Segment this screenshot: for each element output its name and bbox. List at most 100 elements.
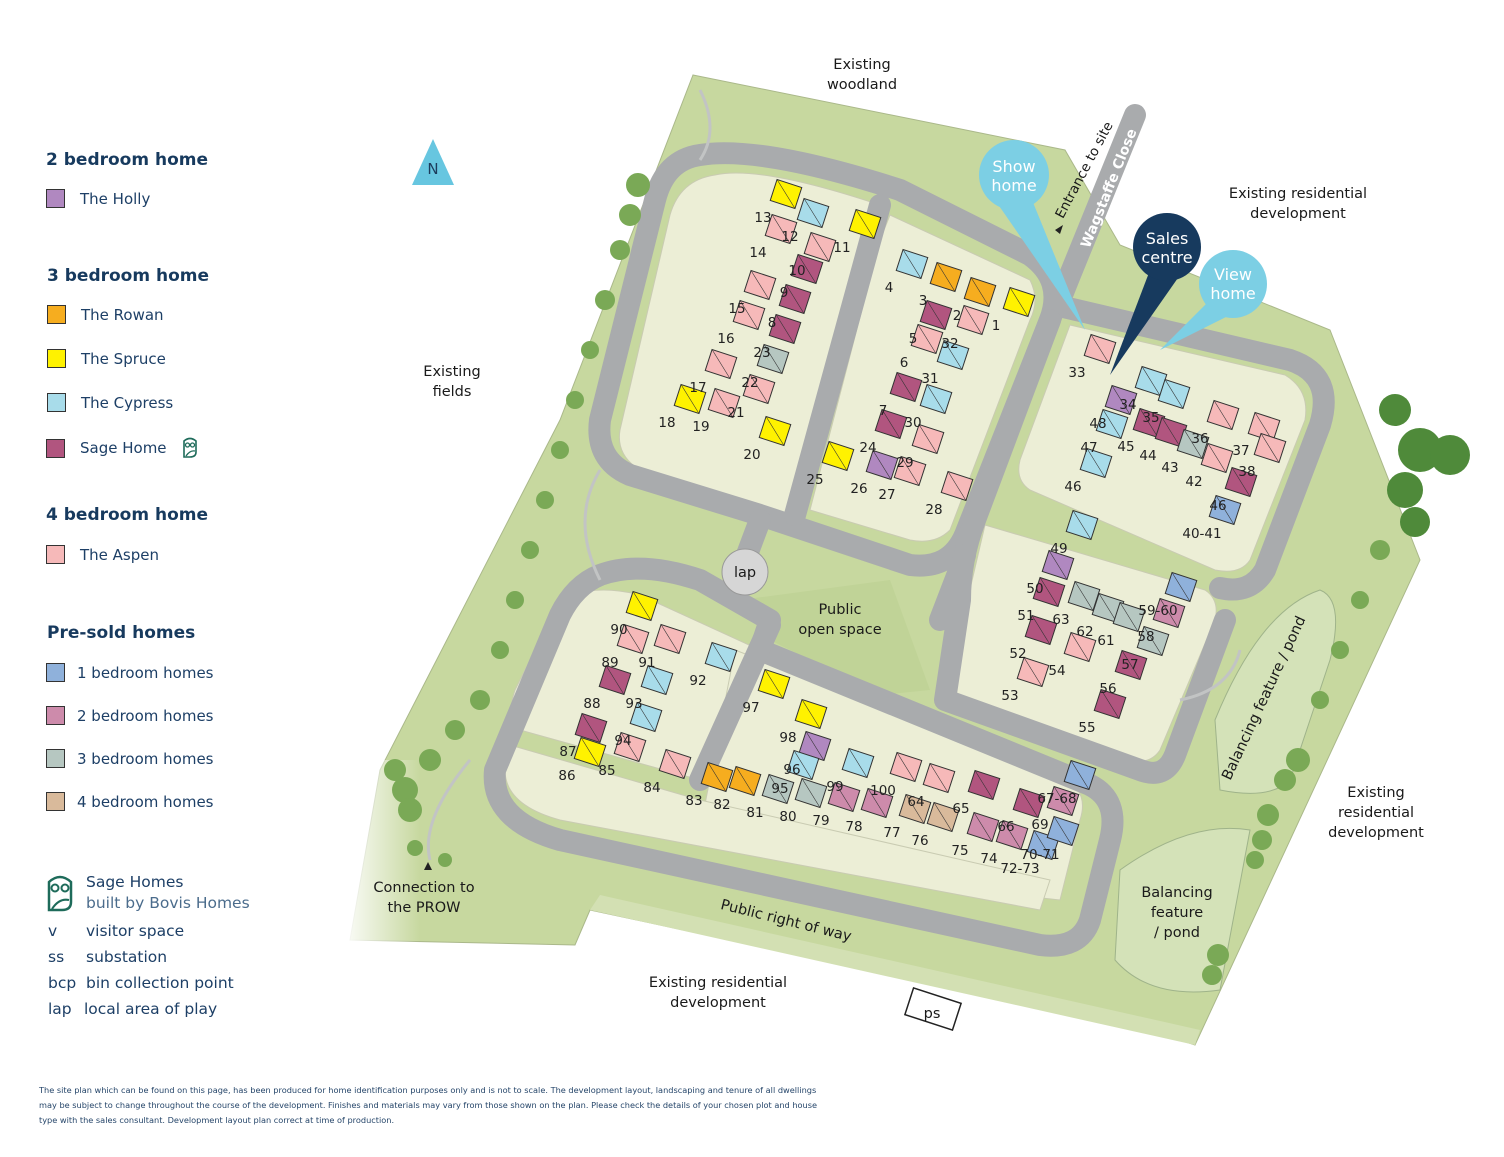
plot-number[interactable]: 97: [742, 700, 759, 716]
plot-number[interactable]: 54: [1048, 663, 1065, 679]
plot-number[interactable]: 96: [783, 762, 800, 778]
plot-number[interactable]: 55: [1078, 720, 1095, 736]
plot-number[interactable]: 6: [900, 355, 909, 371]
plot-number[interactable]: 28: [925, 502, 942, 518]
plot-number[interactable]: 92: [689, 673, 706, 689]
plot-number[interactable]: 90: [610, 622, 627, 638]
plot-number[interactable]: 88: [583, 696, 600, 712]
plot-number[interactable]: 72-73: [1000, 861, 1039, 877]
roof-line: [1033, 830, 1053, 860]
plot-number[interactable]: 65: [952, 801, 969, 817]
plot-number[interactable]: 42: [1185, 474, 1202, 490]
plot-number[interactable]: 5: [909, 331, 918, 347]
plot-number[interactable]: 59-60: [1138, 603, 1177, 619]
plot-number[interactable]: 77: [883, 825, 900, 841]
plot-number[interactable]: 62: [1076, 624, 1093, 640]
plot-number[interactable]: 61: [1097, 633, 1114, 649]
plot-number[interactable]: 99: [826, 779, 843, 795]
plot-number[interactable]: 20: [743, 447, 760, 463]
plot-number[interactable]: 80: [779, 809, 796, 825]
plot-number[interactable]: 78: [845, 819, 862, 835]
plot-number[interactable]: 52: [1009, 646, 1026, 662]
plot-number[interactable]: 46: [1209, 498, 1226, 514]
plot-number[interactable]: 2: [953, 308, 962, 324]
plot-number[interactable]: 9: [780, 285, 789, 301]
plot-number[interactable]: 16: [717, 331, 734, 347]
plot-number[interactable]: 7: [879, 403, 888, 419]
plot-number[interactable]: 53: [1001, 688, 1018, 704]
plot-number[interactable]: 94: [614, 733, 631, 749]
plot-number[interactable]: 74: [980, 851, 997, 867]
plot-number[interactable]: 31: [921, 371, 938, 387]
plot-number[interactable]: 24: [859, 440, 876, 456]
plot-number[interactable]: 40-41: [1182, 526, 1221, 542]
plot-number[interactable]: 79: [812, 813, 829, 829]
plot-number[interactable]: 89: [601, 655, 618, 671]
plot-number[interactable]: 57: [1121, 657, 1138, 673]
plot-number[interactable]: 100: [870, 783, 896, 799]
plot-number[interactable]: 67-68: [1037, 791, 1076, 807]
plot-number[interactable]: 84: [643, 780, 660, 796]
plot-number[interactable]: 37: [1232, 443, 1249, 459]
plot-number[interactable]: 48: [1089, 416, 1106, 432]
plot-number[interactable]: 4: [885, 280, 894, 296]
plot-number[interactable]: 18: [658, 415, 675, 431]
plot-number[interactable]: 49: [1050, 541, 1067, 557]
plot-number[interactable]: 22: [741, 375, 758, 391]
plot-number[interactable]: 66: [997, 819, 1014, 835]
plot-number[interactable]: 50: [1026, 581, 1043, 597]
plot-number[interactable]: 21: [727, 405, 744, 421]
plot-number[interactable]: 81: [746, 805, 763, 821]
plot-number[interactable]: 69: [1031, 817, 1048, 833]
roof-line: [1183, 429, 1203, 459]
plot-number[interactable]: 23: [753, 345, 770, 361]
plot-number[interactable]: 58: [1137, 629, 1154, 645]
plot-number[interactable]: 47: [1080, 440, 1097, 456]
plot-number[interactable]: 19: [692, 419, 709, 435]
plot-number[interactable]: 83: [685, 793, 702, 809]
plot-number[interactable]: 13: [754, 210, 771, 226]
plot-number[interactable]: 10: [788, 263, 805, 279]
plot-number[interactable]: 33: [1068, 365, 1085, 381]
plot-number[interactable]: 17: [689, 380, 706, 396]
plot-number[interactable]: 45: [1117, 439, 1134, 455]
plot-number[interactable]: 95: [771, 781, 788, 797]
plot-number[interactable]: 46: [1064, 479, 1081, 495]
plot-number[interactable]: 38: [1238, 464, 1255, 480]
plot-number[interactable]: 26: [850, 481, 867, 497]
plot-number[interactable]: 87: [559, 744, 576, 760]
plot-number[interactable]: 27: [878, 487, 895, 503]
plot-number[interactable]: 14: [749, 245, 766, 261]
plot-number[interactable]: 34: [1119, 397, 1136, 413]
plot-number[interactable]: 70-71: [1020, 847, 1059, 863]
plot-number[interactable]: 85: [598, 763, 615, 779]
plot-number[interactable]: 51: [1017, 608, 1034, 624]
plot-number[interactable]: 43: [1161, 460, 1178, 476]
plot-number[interactable]: 1: [992, 318, 1001, 334]
plot-number[interactable]: 12: [781, 229, 798, 245]
plot-number[interactable]: 91: [638, 655, 655, 671]
plot-number[interactable]: 82: [713, 797, 730, 813]
plot-number[interactable]: 25: [806, 472, 823, 488]
plot-number[interactable]: 32: [941, 336, 958, 352]
plot-number[interactable]: 11: [833, 240, 850, 256]
plot-number[interactable]: 3: [919, 293, 928, 309]
plot-number[interactable]: 44: [1139, 448, 1156, 464]
plot-number[interactable]: 29: [896, 455, 913, 471]
plot-number[interactable]: 30: [904, 415, 921, 431]
plot-number[interactable]: 63: [1052, 612, 1069, 628]
plot-number[interactable]: 75: [951, 843, 968, 859]
plot-number[interactable]: 98: [779, 730, 796, 746]
plot-number[interactable]: 64: [907, 794, 924, 810]
plot-number[interactable]: 93: [625, 696, 642, 712]
plot-number[interactable]: 76: [911, 833, 928, 849]
plot-number[interactable]: 86: [558, 768, 575, 784]
plot-number[interactable]: 56: [1099, 681, 1116, 697]
plot-number[interactable]: 15: [728, 301, 745, 317]
plot-number[interactable]: 35: [1142, 410, 1159, 426]
plot-number[interactable]: 36: [1191, 431, 1208, 447]
plot-number[interactable]: 8: [768, 315, 777, 331]
